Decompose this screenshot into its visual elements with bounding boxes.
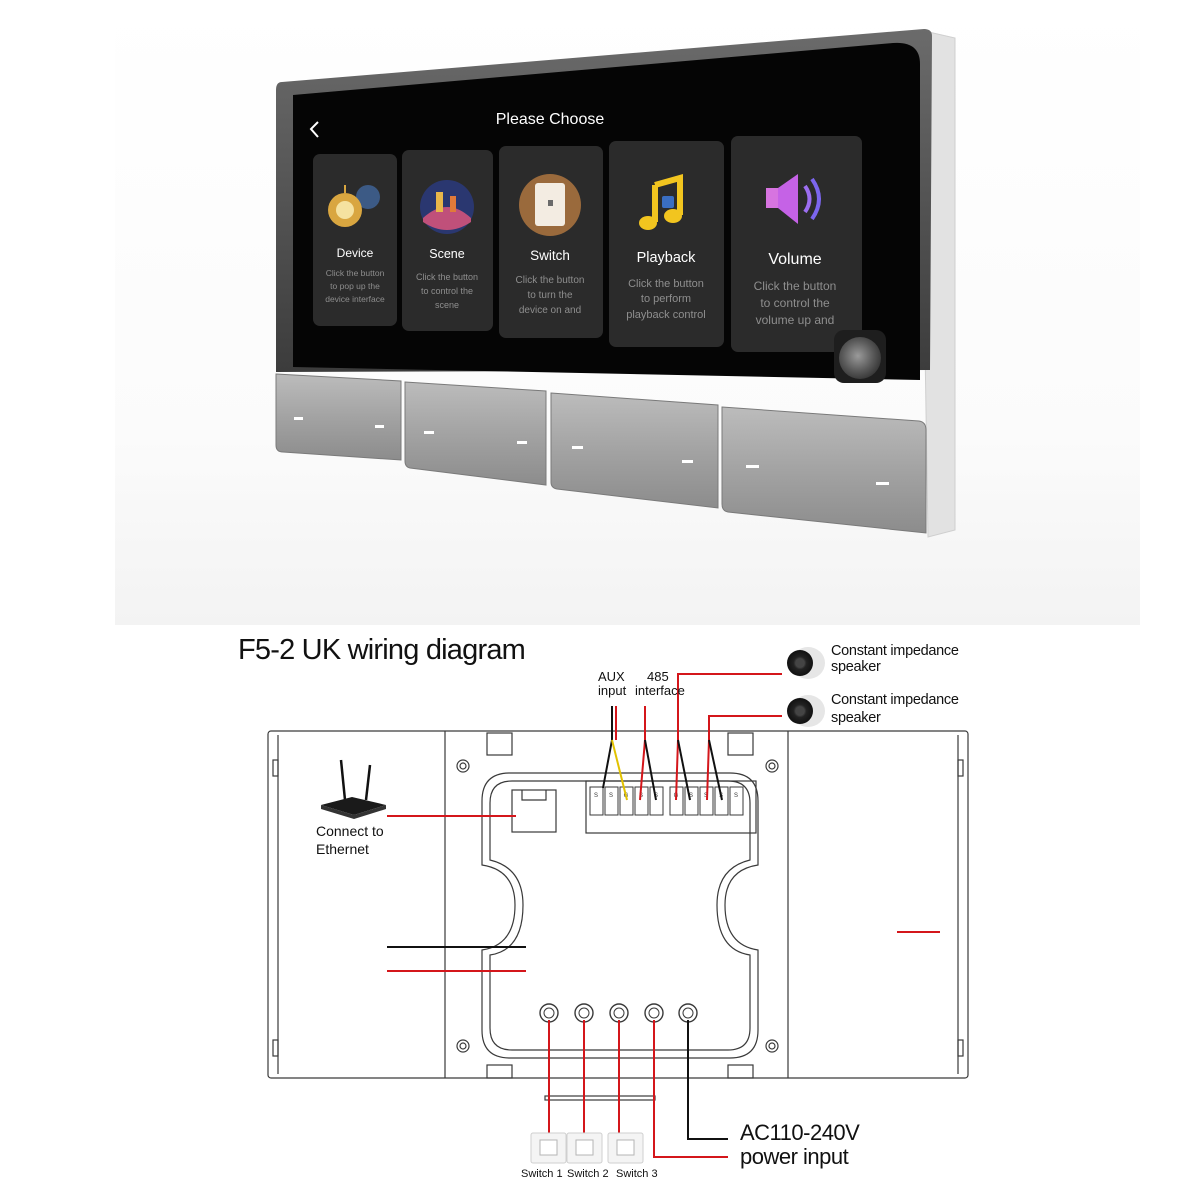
terminal-pin-mark: S <box>609 793 613 799</box>
physical-button-1[interactable] <box>275 373 402 461</box>
card-label: Scene <box>429 247 464 261</box>
card-label: Device <box>337 246 374 260</box>
card-switch[interactable]: Switch Click the button to turn the devi… <box>499 146 603 338</box>
wall-switch-icon <box>519 174 581 236</box>
label-line: Ethernet <box>316 841 369 857</box>
card-desc-line: Click the button <box>754 279 837 293</box>
label-line: speaker <box>831 659 881 675</box>
speaker-icon <box>787 647 825 679</box>
speaker-icon <box>787 695 825 727</box>
floating-assist-button[interactable] <box>834 330 886 383</box>
led-indicator <box>876 482 889 485</box>
label-line: speaker <box>831 710 881 726</box>
card-desc-line: to control the <box>421 286 473 296</box>
switch-3-label: Switch 3 <box>616 1168 658 1180</box>
label-line: input <box>598 683 627 698</box>
label-line: Constant impedance <box>831 643 959 659</box>
led-indicator <box>572 446 583 449</box>
led-indicator <box>424 431 434 434</box>
card-volume[interactable]: Volume Click the button to control the v… <box>731 136 862 352</box>
label-line: Constant impedance <box>831 692 959 708</box>
wall-switch-2 <box>566 1132 603 1164</box>
physical-button-3[interactable] <box>550 392 719 509</box>
card-desc-line: Click the button <box>516 275 585 286</box>
led-indicator <box>294 417 303 420</box>
chevron-left-icon <box>309 121 319 138</box>
led-indicator <box>517 441 527 444</box>
led-indicator <box>682 460 693 463</box>
card-label: Volume <box>768 251 821 268</box>
card-desc-line: device interface <box>325 294 385 304</box>
label-line: 485 <box>647 669 669 684</box>
ethernet-label: Connect to Ethernet <box>316 822 384 858</box>
wires <box>387 673 940 1158</box>
label-line: interface <box>635 683 685 698</box>
physical-button-2[interactable] <box>404 381 547 486</box>
aux-input-label: AUX input <box>598 670 626 698</box>
terminal-pin-mark: S <box>734 793 738 799</box>
wall-switch-3 <box>607 1132 644 1164</box>
screen-title: Please Choose <box>496 111 605 128</box>
rs485-interface-label: 485 interface <box>635 670 685 698</box>
label-line: power input <box>740 1144 849 1169</box>
card-desc-line: volume up and <box>756 313 835 327</box>
label-line: Connect to <box>316 823 384 839</box>
card-playback[interactable]: Playback Click the button to perform pla… <box>609 141 724 347</box>
card-desc-line: Click the button <box>416 272 478 282</box>
router-icon <box>321 759 386 819</box>
switch-2-label: Switch 2 <box>567 1168 609 1180</box>
card-scene[interactable]: Scene Click the button to control the sc… <box>402 150 493 331</box>
card-desc-line: Click the button <box>326 268 385 278</box>
physical-button-4[interactable] <box>721 406 927 534</box>
card-desc-line: to turn the <box>527 290 572 301</box>
wall-switch-1 <box>530 1132 567 1164</box>
card-desc-line: playback control <box>626 309 706 321</box>
card-desc-line: Click the button <box>628 278 704 290</box>
card-desc-line: to pop up the <box>330 281 380 291</box>
lamp-icon <box>328 185 380 227</box>
diagram-title: F5-2 UK wiring diagram <box>238 634 526 666</box>
label-line: AC110-240V <box>740 1120 860 1145</box>
speaker-volume-icon <box>766 174 821 224</box>
card-label: Playback <box>637 250 697 266</box>
card-desc-line: scene <box>435 300 459 310</box>
speaker-2-label: Constant impedance speaker <box>831 691 959 727</box>
led-indicator <box>375 425 384 428</box>
switch-1-label: Switch 1 <box>521 1168 563 1180</box>
card-desc-line: to perform <box>641 293 691 305</box>
music-note-icon <box>639 174 683 230</box>
back-button[interactable] <box>309 121 319 138</box>
speaker-1-label: Constant impedance speaker <box>831 643 959 675</box>
power-input-label: AC110-240V power input <box>740 1120 860 1169</box>
led-indicator <box>746 465 759 468</box>
terminal-pin-mark: S <box>704 793 708 799</box>
card-desc-line: to control the <box>760 296 830 310</box>
label-line: AUX <box>598 669 625 684</box>
card-device[interactable]: Device Click the button to pop up the de… <box>313 154 397 326</box>
power-terminals <box>539 1003 698 1023</box>
assistive-touch-icon <box>839 337 881 379</box>
terminal-pin-mark: S <box>689 793 693 799</box>
terminal-blocks <box>589 786 744 816</box>
terminal-pin-mark: S <box>594 793 598 799</box>
scene-photo-icon <box>420 180 474 234</box>
card-desc-line: device on and <box>519 305 581 316</box>
card-label: Switch <box>530 248 570 263</box>
